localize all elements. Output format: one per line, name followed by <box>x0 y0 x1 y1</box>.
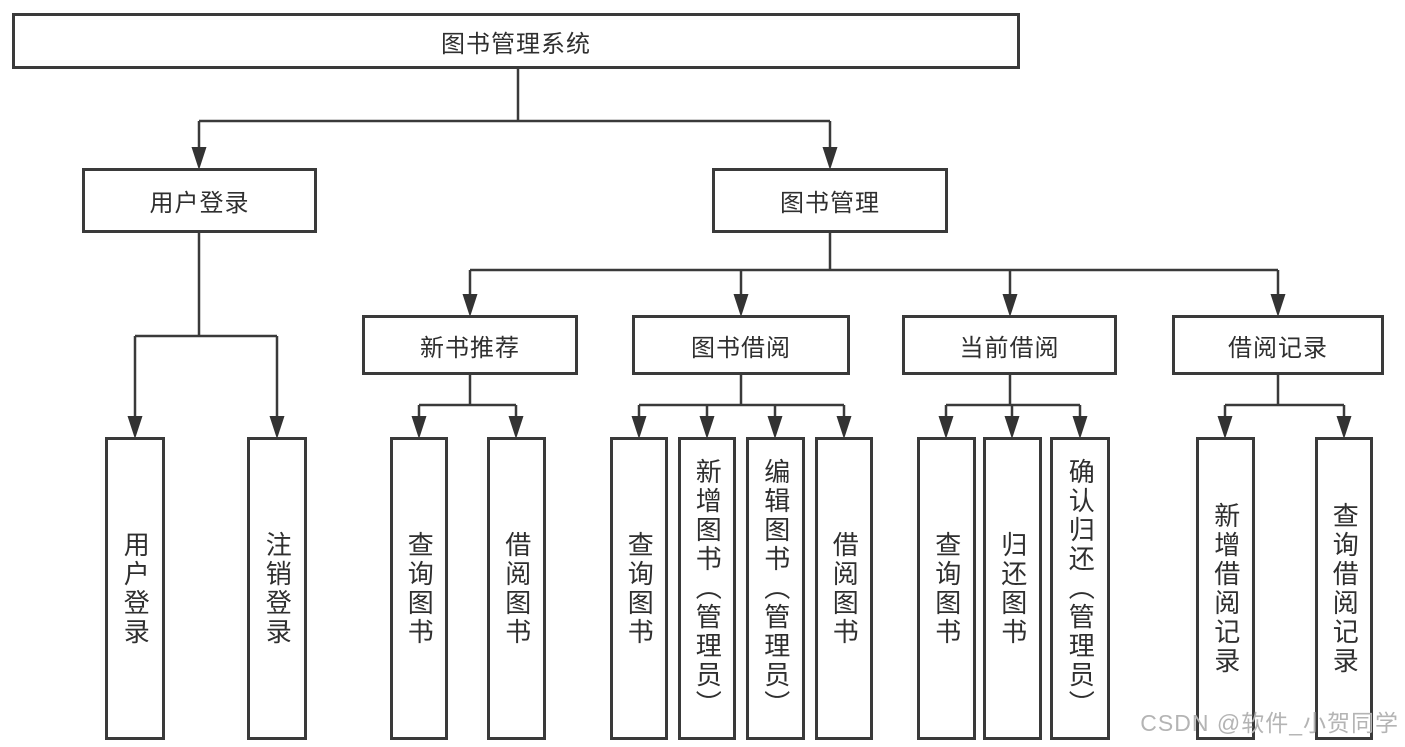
node-label: 图书借阅 <box>691 334 791 362</box>
node-label: 查询借阅记录 <box>1329 501 1360 676</box>
node-label: 新书推荐 <box>420 334 520 362</box>
node-query-books-borrowing: 查询图书 <box>610 437 668 740</box>
connector-current-to-leaves <box>944 375 1082 417</box>
connector-root-to-level2 <box>197 69 832 148</box>
node-label: 用户登录 <box>149 190 250 217</box>
connector-borrowing-to-leaves <box>637 375 846 417</box>
node-label: 图书管理系统 <box>441 30 591 58</box>
node-library-management-system: 图书管理系统 <box>12 13 1020 69</box>
node-label: 新增借阅记录 <box>1210 501 1241 676</box>
node-add-borrow-record: 新增借阅记录 <box>1196 437 1255 740</box>
node-borrowing-records: 借阅记录 <box>1172 315 1384 375</box>
node-edit-books-admin: 编辑图书（管理员） <box>746 437 805 740</box>
node-label: 图书管理 <box>780 190 880 217</box>
node-return-books: 归还图书 <box>983 437 1042 740</box>
connector-management-to-level3 <box>468 233 1280 295</box>
node-book-management: 图书管理 <box>712 168 948 233</box>
node-label: 注销登录 <box>262 530 293 647</box>
node-query-books-recommend: 查询图书 <box>390 437 448 740</box>
node-label: 确认归还（管理员） <box>1065 458 1096 719</box>
node-label: 当前借阅 <box>959 334 1060 362</box>
node-current-borrowing: 当前借阅 <box>902 315 1117 375</box>
node-label: 新增图书（管理员） <box>692 458 723 719</box>
node-confirm-return-admin: 确认归还（管理员） <box>1050 437 1110 740</box>
node-user-login-leaf: 用户登录 <box>105 437 165 740</box>
node-borrow-books-recommend: 借阅图书 <box>487 437 546 740</box>
node-label: 借阅记录 <box>1228 334 1328 362</box>
node-query-borrow-record: 查询借阅记录 <box>1315 437 1373 740</box>
node-add-books-admin: 新增图书（管理员） <box>678 437 736 740</box>
node-new-book-recommendation: 新书推荐 <box>362 315 578 375</box>
node-label: 查询图书 <box>624 530 655 647</box>
node-label: 用户登录 <box>120 530 151 647</box>
node-label: 查询图书 <box>931 530 962 647</box>
csdn-watermark: CSDN @软件_小贺同学 <box>1140 710 1399 736</box>
node-query-books-current: 查询图书 <box>917 437 976 740</box>
node-borrow-books-borrowing: 借阅图书 <box>815 437 873 740</box>
node-label: 编辑图书（管理员） <box>760 458 791 719</box>
node-label: 查询图书 <box>404 530 435 647</box>
connector-userlogin-to-leaves <box>133 233 279 417</box>
node-user-login-group: 用户登录 <box>82 168 317 233</box>
node-book-borrowing: 图书借阅 <box>632 315 850 375</box>
node-label: 借阅图书 <box>829 530 860 647</box>
node-logout-leaf: 注销登录 <box>247 437 307 740</box>
node-label: 借阅图书 <box>501 530 532 647</box>
connector-recommend-to-leaves <box>417 375 518 417</box>
connector-records-to-leaves <box>1223 375 1346 417</box>
node-label: 归还图书 <box>997 530 1028 647</box>
